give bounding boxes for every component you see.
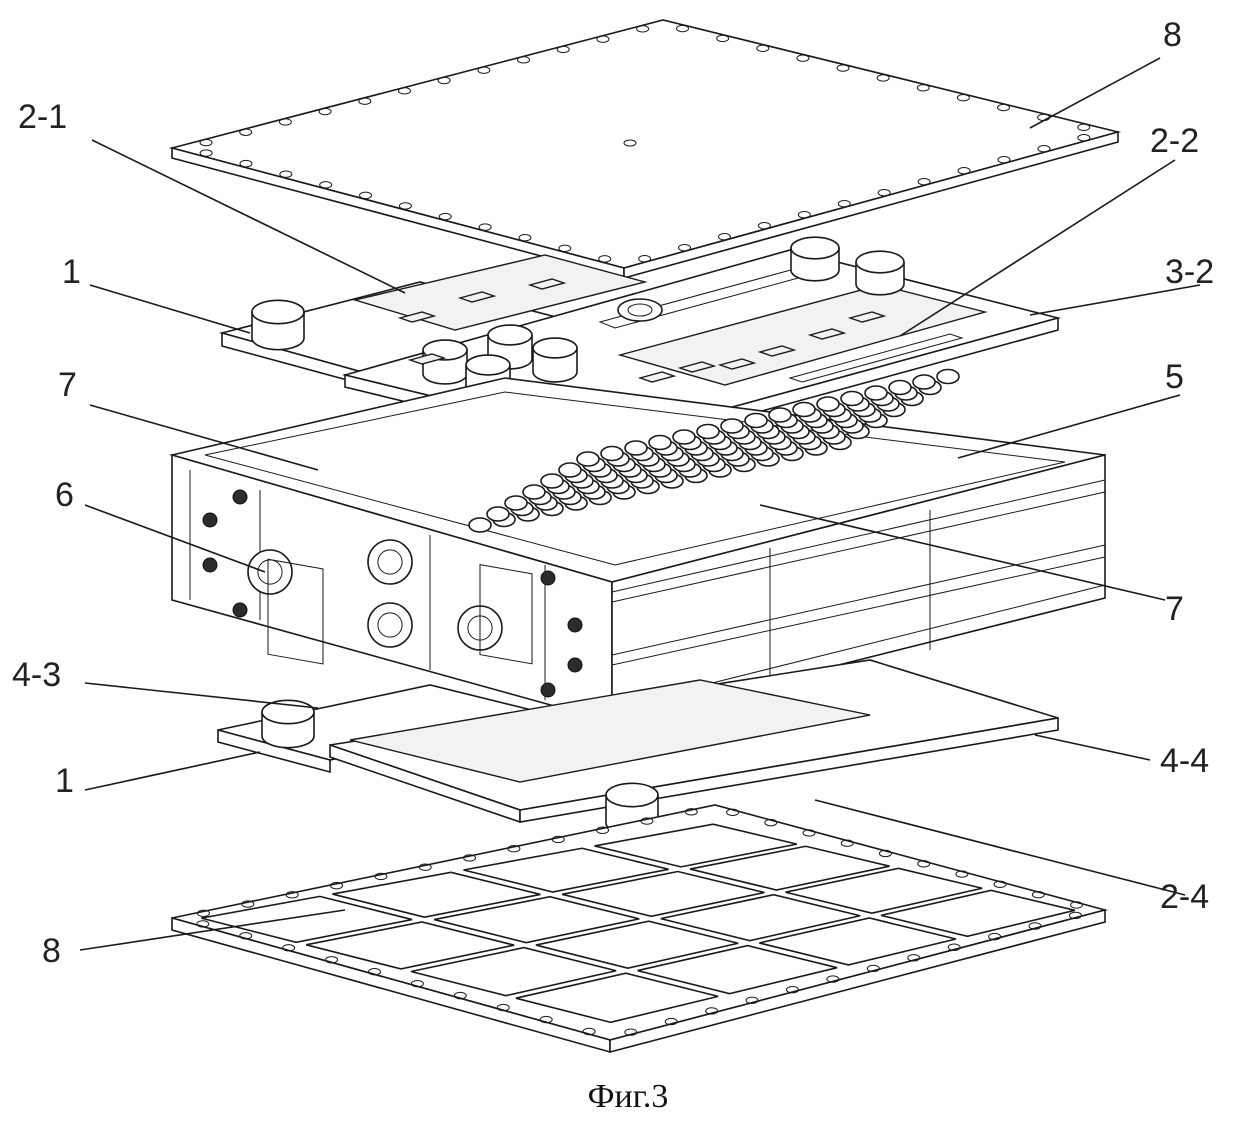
cable-segment [937, 370, 959, 384]
top-cover-plate [172, 20, 1118, 278]
rf-connector [368, 540, 412, 584]
label-part-4-4: 4-4 [1160, 742, 1209, 780]
cable-segment [625, 441, 647, 455]
label-part-7-right: 7 [1165, 590, 1184, 628]
label-part-3-2: 3-2 [1165, 253, 1214, 291]
cylinder-component [856, 251, 904, 295]
small-connector [233, 490, 247, 504]
cable-segment [487, 507, 509, 521]
cable-segment [559, 463, 581, 477]
cable-segment [721, 419, 743, 433]
label-part-1-bottom: 1 [55, 762, 74, 800]
small-connector [203, 558, 217, 572]
round-connector [618, 299, 662, 321]
cable-segment [505, 496, 527, 510]
small-connector [568, 618, 582, 632]
cable-segment [913, 375, 935, 389]
cable-segment [469, 518, 491, 532]
label-part-1-top: 1 [62, 253, 81, 291]
cable-segment [673, 430, 695, 444]
small-connector [233, 603, 247, 617]
cable-segment [577, 452, 599, 466]
figure-caption: Фиг.3 [0, 1078, 1256, 1116]
label-part-7-left: 7 [58, 366, 77, 404]
cable-segment [541, 474, 563, 488]
label-top-cover: 8 [1163, 16, 1182, 54]
cable-segment [865, 386, 887, 400]
label-part-2-4: 2-4 [1160, 878, 1209, 916]
label-board-2-2: 2-2 [1150, 122, 1199, 160]
cylinder-component [252, 300, 304, 349]
cable-segment [697, 425, 719, 439]
label-part-5: 5 [1165, 358, 1184, 396]
housing-body [172, 370, 1105, 723]
cable-segment [889, 381, 911, 395]
cable-segment [793, 403, 815, 417]
label-board-2-1: 2-1 [18, 98, 67, 136]
cylinder-component [533, 338, 577, 382]
cable-segment [841, 392, 863, 406]
rf-connector [368, 603, 412, 647]
small-connector [203, 513, 217, 527]
small-connector [568, 658, 582, 672]
label-bottom-cover: 8 [42, 932, 61, 970]
cable-segment [817, 397, 839, 411]
cable-segment [601, 447, 623, 461]
cable-segment [649, 436, 671, 450]
cable-segment [523, 485, 545, 499]
bottom-cover-plate [172, 805, 1105, 1052]
small-connector [541, 571, 555, 585]
label-part-4-3: 4-3 [12, 656, 61, 694]
small-connector [541, 683, 555, 697]
cylinder-component [791, 237, 839, 281]
rf-connector [248, 550, 292, 594]
label-part-6: 6 [55, 476, 74, 514]
cable-segment [745, 414, 767, 428]
cable-segment [769, 408, 791, 422]
